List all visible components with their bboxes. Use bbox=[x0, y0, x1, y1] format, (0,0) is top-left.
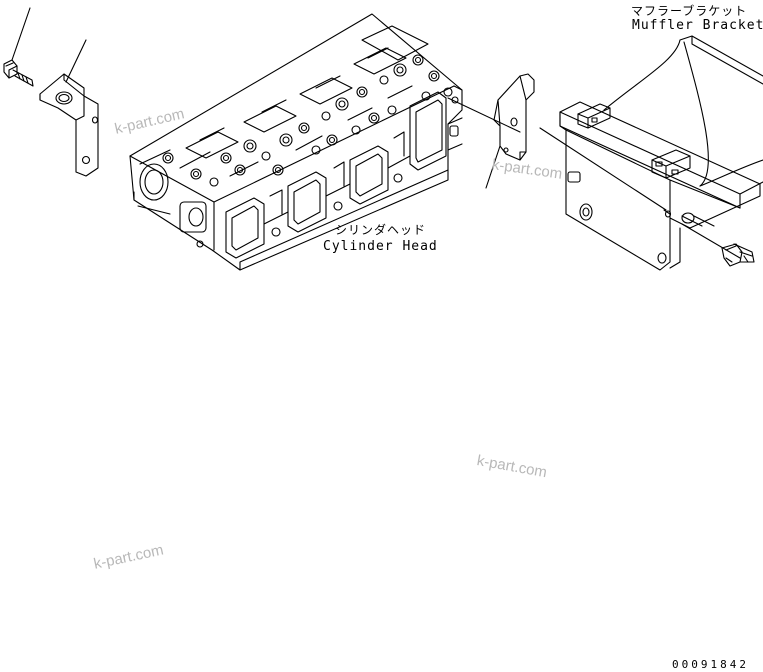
right-bolt bbox=[721, 243, 755, 267]
muffler-leader bbox=[681, 223, 741, 259]
left-bracket-leader bbox=[65, 39, 87, 83]
cylinder-head-label: Cylinder Head bbox=[323, 239, 438, 254]
muffler-bracket bbox=[559, 35, 763, 271]
muffler-bracket-label: Muffler Bracket bbox=[632, 18, 763, 33]
muffler-bracket-label-jp: マフラーブラケット bbox=[631, 4, 748, 18]
left-bracket bbox=[39, 73, 99, 177]
right-bracket bbox=[493, 73, 535, 161]
right-bracket-leader bbox=[485, 145, 501, 189]
cylinder-head bbox=[129, 13, 463, 271]
drawing-number: 00091842 bbox=[672, 658, 749, 671]
left-bolt bbox=[3, 59, 34, 87]
left-bolt-leader bbox=[11, 7, 31, 61]
cylinder-head-label-jp: シリンダヘッド bbox=[335, 223, 427, 237]
center-line bbox=[447, 97, 667, 211]
